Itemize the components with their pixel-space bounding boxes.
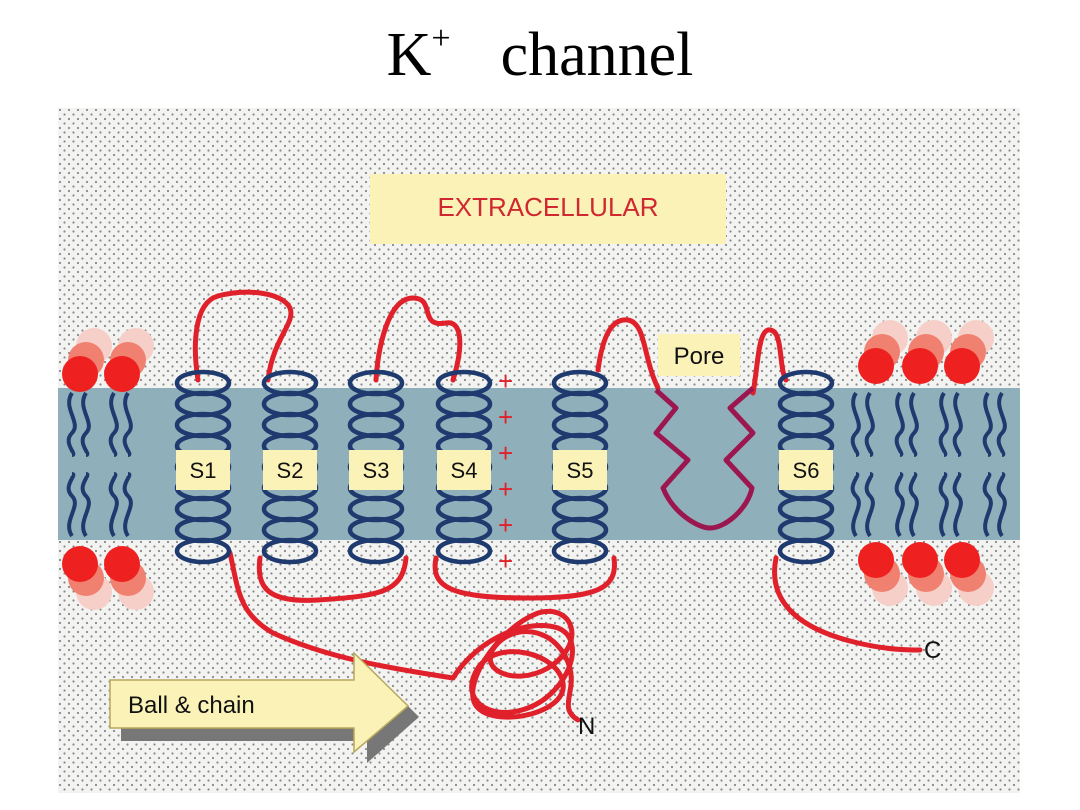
segment-label-s1: S1 [190,458,217,483]
page-title: K+channel [386,20,694,89]
pore-label: Pore [674,343,725,370]
k-channel-diagram: EXTRACELLULAR Pore + + + + + + S1 S2 S3 S4 S5 S6 [58,108,1020,793]
s4-charges: + + + + + + [498,366,513,576]
c-terminal-label: C [924,637,941,664]
segment-label-s4: S4 [451,458,478,483]
segment-label-s2: S2 [277,458,304,483]
segment-label-box [553,450,607,490]
s4-plus-charge: + [498,510,513,540]
extracellular-label-box [370,174,726,244]
extracellular-label: EXTRACELLULAR [437,192,658,222]
segment-label-box [779,450,833,490]
pore-loop [653,386,756,531]
segment-labels: S1 S2 S3 S4 S5 S6 [176,450,833,490]
segment-label-box [437,450,491,490]
polypeptide-chain [192,289,923,723]
segment-label-s6: S6 [793,458,820,483]
ball-and-chain-arrow: Ball & chain [109,651,419,763]
s4-plus-charge: + [498,546,513,576]
segment-label-box [349,450,403,490]
segment-label-box [176,450,230,490]
lipid-bilayer [62,320,1007,610]
segment-label-s5: S5 [567,458,594,483]
s4-plus-charge: + [498,366,513,396]
segment-label-s3: S3 [363,458,390,483]
s4-plus-charge: + [498,438,513,468]
s4-plus-charge: + [498,402,513,432]
ball-and-chain-label: Ball & chain [128,692,255,719]
pore-label-box [658,334,740,376]
segment-label-box [263,450,317,490]
n-terminal-label: N [578,713,595,740]
s4-plus-charge: + [498,474,513,504]
